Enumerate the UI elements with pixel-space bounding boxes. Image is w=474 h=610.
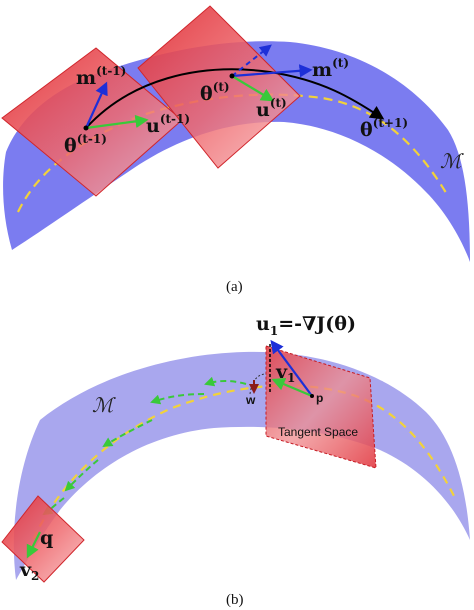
caption-a: (a) <box>226 279 243 295</box>
theta-prev-label: θ(t-1) <box>64 132 107 157</box>
tangent-plane-q <box>1 495 85 583</box>
caption-b: (b) <box>226 592 244 608</box>
u-curr-label: u(t) <box>256 96 287 121</box>
m-prev-label: m(t-1) <box>76 64 126 89</box>
u-prev-label: u(t-1) <box>146 112 190 137</box>
q-label: q <box>40 527 53 549</box>
theta-next-label: θ(t+1) <box>360 116 408 141</box>
point-p <box>310 394 314 398</box>
u1-equation: u1=-∇J(θ) <box>256 313 356 338</box>
v1-arrow <box>271 378 313 398</box>
v2-label: v2 <box>19 559 39 583</box>
tangent-space-label: Tangent Space <box>278 425 358 439</box>
p-label: p <box>316 391 323 405</box>
transport-arrow-1 <box>204 376 247 387</box>
theta-curr-label: θ(t) <box>200 80 230 105</box>
transport-arrow-2 <box>150 393 205 405</box>
v1-label: v1 <box>275 361 295 385</box>
transport-arrow-3 <box>102 419 153 448</box>
panel-a: ℳ θ(t-1) m(t-1) u(t-1) θ(t) m(t) u(t) <box>1 5 470 295</box>
momentum-arrow-curr <box>231 64 313 78</box>
manifold-b <box>13 351 471 580</box>
theta-point-curr <box>229 73 235 79</box>
v2-arrow <box>26 531 41 559</box>
transport-arrow-4 <box>64 459 99 492</box>
tangent-space-plane <box>265 345 377 469</box>
panel-b: ℳ Tangent Space u1=-∇J(θ) v1 w p q v2 <box>1 313 471 608</box>
manifold-label-b: ℳ <box>92 393 116 417</box>
manifold-label-a: ℳ <box>440 149 464 173</box>
theta-point-prev <box>83 125 89 131</box>
w-label: w <box>245 393 256 407</box>
trajectory-curve <box>85 68 385 129</box>
momentum-transport-dashed <box>231 44 272 77</box>
tangent-plane-curr <box>137 5 301 169</box>
m-curr-label: m(t) <box>312 56 349 81</box>
momentum-arrow-prev <box>84 81 108 129</box>
gradient-arrow-u1 <box>270 339 313 397</box>
update-arrow-prev <box>85 114 149 130</box>
retraction-curve <box>249 373 267 395</box>
update-arrow-curr <box>231 75 275 102</box>
